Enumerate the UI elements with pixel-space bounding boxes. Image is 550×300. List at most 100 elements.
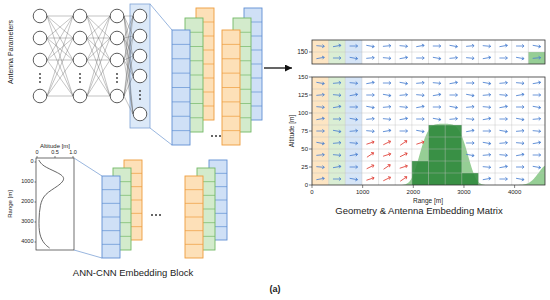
field-arrow	[366, 164, 375, 170]
field-arrow	[516, 153, 524, 158]
feature-map	[222, 30, 240, 145]
feature-map	[185, 176, 203, 258]
field-arrow	[349, 93, 357, 98]
ellipsis-dot	[79, 77, 81, 79]
ellipsis-dot	[159, 214, 161, 216]
field-arrow	[499, 81, 507, 85]
feature-cell-line	[102, 189, 120, 190]
field-arrow	[349, 129, 357, 133]
field-arrow	[399, 81, 407, 86]
field-arrow	[499, 105, 507, 110]
field-arrow	[333, 165, 341, 170]
ann-connection	[47, 38, 73, 60]
ann-connection	[87, 16, 110, 38]
field-arrow	[483, 81, 491, 86]
axis-title: Altitude [m]	[40, 143, 70, 149]
tick-label: 3000	[457, 189, 470, 195]
feature-cell-line	[222, 130, 240, 131]
matrix-border	[312, 77, 545, 185]
field-arrow	[316, 56, 324, 61]
neuron	[33, 9, 47, 23]
field-arrow	[433, 117, 441, 122]
ann-connection	[87, 38, 110, 60]
ann-connection	[87, 96, 110, 97]
neuron	[110, 9, 124, 23]
ann-connection	[47, 16, 73, 38]
field-arrow	[399, 152, 408, 158]
feature-map	[172, 30, 190, 145]
field-arrow	[399, 175, 407, 182]
field-arrow	[333, 44, 341, 49]
grid-line	[312, 52, 545, 53]
field-arrow	[366, 151, 374, 158]
grid-line	[445, 77, 446, 185]
cnn-bottom	[74, 158, 227, 258]
field-arrow	[449, 105, 457, 110]
tick-label: 150	[298, 74, 308, 80]
field-arrow	[433, 105, 441, 108]
field-arrow	[433, 44, 441, 47]
field-arrow	[316, 81, 324, 86]
grid-line	[312, 101, 545, 102]
field-arrow	[499, 177, 507, 180]
feature-cell-line	[172, 116, 190, 117]
tick-label: 25	[301, 164, 308, 170]
field-arrow	[532, 105, 540, 110]
field-arrow	[516, 56, 524, 61]
axis-title: Antenna Parameters	[7, 20, 14, 84]
field-arrow	[366, 140, 375, 146]
ann-connection	[47, 38, 73, 96]
field-arrow	[399, 117, 407, 122]
field-arrow	[516, 141, 524, 145]
ellipsis-dot	[116, 77, 118, 79]
plot-frame	[36, 158, 74, 250]
terrain-cell	[445, 161, 462, 173]
ann-neurons	[33, 9, 147, 121]
field-arrow	[466, 129, 474, 134]
ann-connection	[47, 38, 73, 96]
field-arrow	[533, 56, 541, 60]
field-arrow	[416, 140, 425, 146]
ann-connection	[87, 60, 110, 96]
field-arrow	[416, 81, 424, 85]
grid-line	[428, 77, 429, 185]
terrain-cell	[528, 52, 545, 64]
field-arrow	[383, 129, 391, 134]
field-arrow	[416, 105, 424, 110]
tick-mark	[35, 202, 37, 203]
tick-mark	[309, 95, 312, 96]
ann-connection	[124, 76, 133, 96]
grid-line	[411, 77, 412, 185]
field-arrow	[466, 141, 474, 144]
field-arrow	[400, 129, 408, 132]
field-arrow	[483, 56, 491, 61]
profile-plot	[35, 156, 75, 250]
field-arrow	[399, 164, 408, 170]
antenna-column	[345, 77, 362, 185]
ellipsis-dot	[211, 135, 213, 137]
tick-label: 3000	[21, 219, 33, 225]
tick-label: 0	[35, 150, 38, 156]
neuron	[33, 89, 47, 103]
ellipsis-dot	[116, 73, 118, 75]
field-arrow	[499, 129, 507, 134]
field-arrow	[333, 129, 341, 134]
field-arrow	[383, 117, 391, 121]
tick-label: 4000	[21, 239, 33, 245]
tick-mark	[309, 167, 312, 168]
ann-connection	[124, 38, 133, 114]
grid-line	[312, 173, 545, 174]
field-arrow	[383, 176, 392, 182]
field-arrow	[466, 93, 474, 98]
field-arrow	[333, 177, 341, 180]
feature-cell-line	[185, 230, 203, 231]
embedding-matrix	[309, 40, 545, 188]
axis-title: Range [m]	[7, 190, 13, 218]
ann-ellipsis	[39, 73, 141, 100]
field-arrow	[349, 141, 357, 145]
neuron	[33, 53, 47, 67]
tick-mark	[35, 242, 37, 243]
ellipsis-dot	[39, 81, 41, 83]
field-arrow	[516, 81, 524, 85]
